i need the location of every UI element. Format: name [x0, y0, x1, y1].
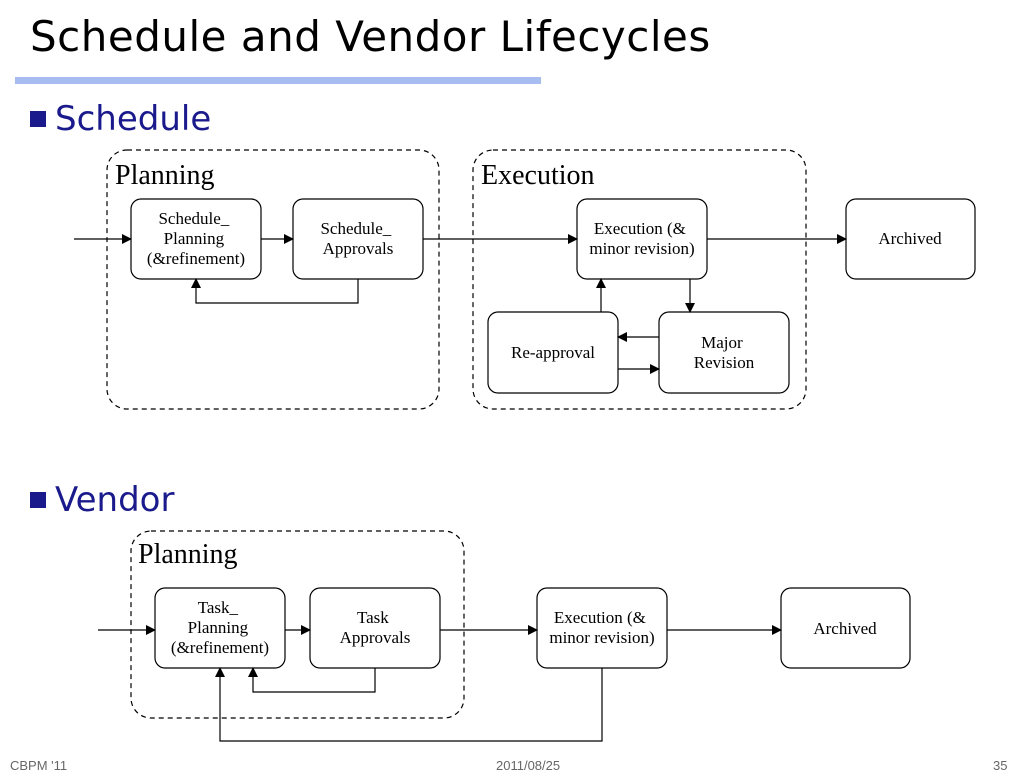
- node-label-line: Schedule_: [320, 219, 391, 238]
- schedule-execution-group-label: Execution: [481, 160, 595, 191]
- schedule-approvals-node: Schedule_ Approvals: [292, 198, 424, 280]
- slide-title: Schedule and Vendor Lifecycles: [30, 12, 711, 61]
- vendor-execution-node: Execution (& minor revision): [536, 587, 668, 669]
- schedule-planning-node: Schedule_ Planning (&refinement): [130, 198, 262, 280]
- svg-text:Schedule_ Planning: Schedule_ Planning (&refinement): [147, 209, 245, 268]
- vendor-planning-group-label: Planning: [138, 539, 238, 570]
- svg-text:Schedule_ Approvals: Schedule_ Approvals: [320, 219, 395, 258]
- schedule-execution-group: [472, 149, 807, 410]
- node-label-line: Approvals: [340, 628, 411, 647]
- schedule-planning-group: [106, 149, 440, 410]
- vendor-archived-node: Archived: [780, 587, 911, 669]
- vendor-bullet: Vendor: [30, 483, 174, 517]
- node-label-line: Archived: [878, 229, 942, 248]
- vendor-heading: Vendor: [55, 480, 175, 520]
- node-label-line: Planning: [188, 618, 249, 637]
- schedule-planning-group-label: Planning: [115, 160, 215, 191]
- node-label-line: minor revision): [589, 239, 694, 258]
- title-underline: [15, 77, 541, 84]
- bullet-square-icon: [30, 492, 46, 508]
- vendor-approvals-feedback-arrow: [248, 667, 376, 693]
- node-label-line: Major: [701, 333, 743, 352]
- vendor-approvals-node: Task Approvals: [309, 587, 441, 669]
- footer-page-number: 35: [993, 758, 1008, 773]
- node-label-line: Planning: [164, 229, 225, 248]
- node-label-line: Schedule_: [158, 209, 229, 228]
- svg-text:Task Approvals: Task Approvals: [340, 608, 411, 647]
- schedule-execution-node: Execution (& minor revision): [576, 198, 708, 280]
- node-label-line: Re-approval: [511, 343, 595, 362]
- svg-text:Execution (& minor revis: Execution (& minor revision): [589, 219, 694, 258]
- schedule-reapproval-node: Re-approval: [487, 311, 619, 394]
- vendor-planning-group: [130, 530, 465, 719]
- node-label-line: Task_: [198, 598, 239, 617]
- node-label-line: Revision: [694, 353, 755, 372]
- schedule-approvals-feedback-arrow: [191, 278, 359, 304]
- svg-text:Task_ Planning (&r: Task_ Planning (&refinement): [171, 598, 269, 657]
- bullet-square-icon: [30, 111, 46, 127]
- node-label-line: (&refinement): [171, 638, 269, 657]
- footer-date: 2011/08/25: [496, 758, 561, 773]
- node-label-line: Approvals: [323, 239, 394, 258]
- svg-text:Major Revision: Major Revision: [694, 333, 755, 372]
- footer-left: CBPM '11: [10, 758, 68, 773]
- schedule-major-revision-node: Major Revision: [658, 311, 790, 394]
- node-label-line: Execution (&: [594, 219, 686, 238]
- schedule-bullet: Schedule: [30, 102, 211, 136]
- vendor-execution-feedback-arrow: [215, 667, 603, 742]
- vendor-planning-node: Task_ Planning (&refinement): [154, 587, 286, 669]
- node-label-line: minor revision): [549, 628, 654, 647]
- node-label-line: Execution (&: [554, 608, 646, 627]
- schedule-heading: Schedule: [55, 99, 212, 139]
- svg-text:Execution (& minor revis: Execution (& minor revision): [549, 608, 654, 647]
- node-label-line: Archived: [813, 619, 877, 638]
- node-label-line: (&refinement): [147, 249, 245, 268]
- schedule-archived-node: Archived: [845, 198, 976, 280]
- node-label-line: Task: [357, 608, 389, 627]
